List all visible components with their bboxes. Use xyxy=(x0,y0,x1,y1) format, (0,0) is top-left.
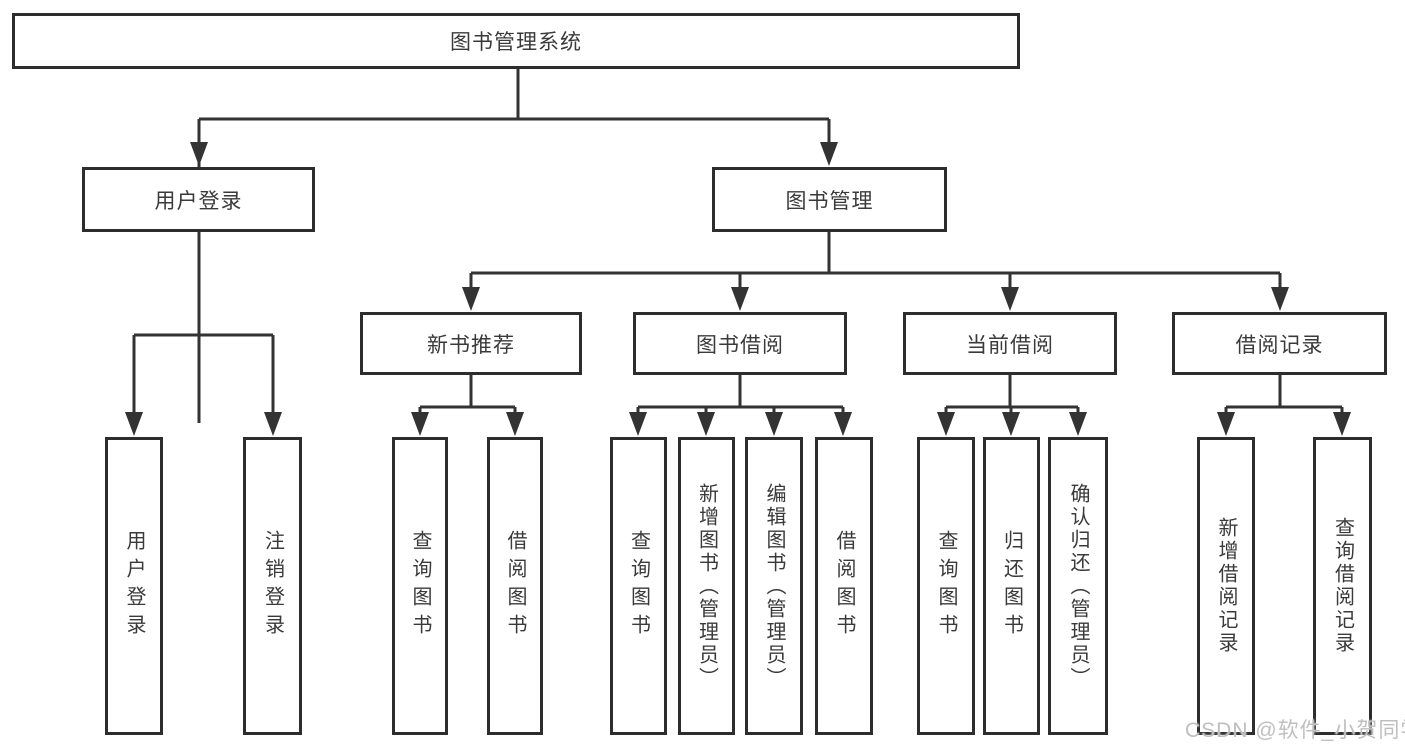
leaf-user-login: 用户登录 xyxy=(105,437,163,735)
node-book-management: 图书管理 xyxy=(712,167,947,232)
leaf-query-books-recommend: 查询图书 xyxy=(392,437,448,735)
leaf-logout: 注销登录 xyxy=(243,437,302,735)
leaf-borrow-books-recommend: 借阅图书 xyxy=(487,437,543,735)
node-current-borrowing: 当前借阅 xyxy=(903,312,1117,375)
arrowhead-icons xyxy=(125,142,1351,436)
leaf-confirm-return-admin: 确认归还（管理员） xyxy=(1048,437,1108,735)
leaf-borrow-books: 借阅图书 xyxy=(815,437,873,735)
node-user-login: 用户登录 xyxy=(82,167,315,232)
leaf-query-borrow-record: 查询借阅记录 xyxy=(1313,437,1372,735)
leaf-edit-books-admin: 编辑图书（管理员） xyxy=(745,437,803,735)
leaf-add-borrow-record: 新增借阅记录 xyxy=(1197,437,1255,735)
node-book-borrowing: 图书借阅 xyxy=(633,312,847,375)
leaf-return-books: 归还图书 xyxy=(983,437,1040,735)
leaf-add-books-admin: 新增图书（管理员） xyxy=(678,437,735,735)
node-library-management-system: 图书管理系统 xyxy=(12,13,1020,69)
node-new-book-recommend: 新书推荐 xyxy=(360,312,582,375)
csdn-watermark: CSDN @软件_小贺同学 xyxy=(1185,719,1405,742)
node-borrowing-records: 借阅记录 xyxy=(1172,312,1387,375)
leaf-query-books-current: 查询图书 xyxy=(917,437,975,735)
leaf-query-books-borrow: 查询图书 xyxy=(610,437,667,735)
